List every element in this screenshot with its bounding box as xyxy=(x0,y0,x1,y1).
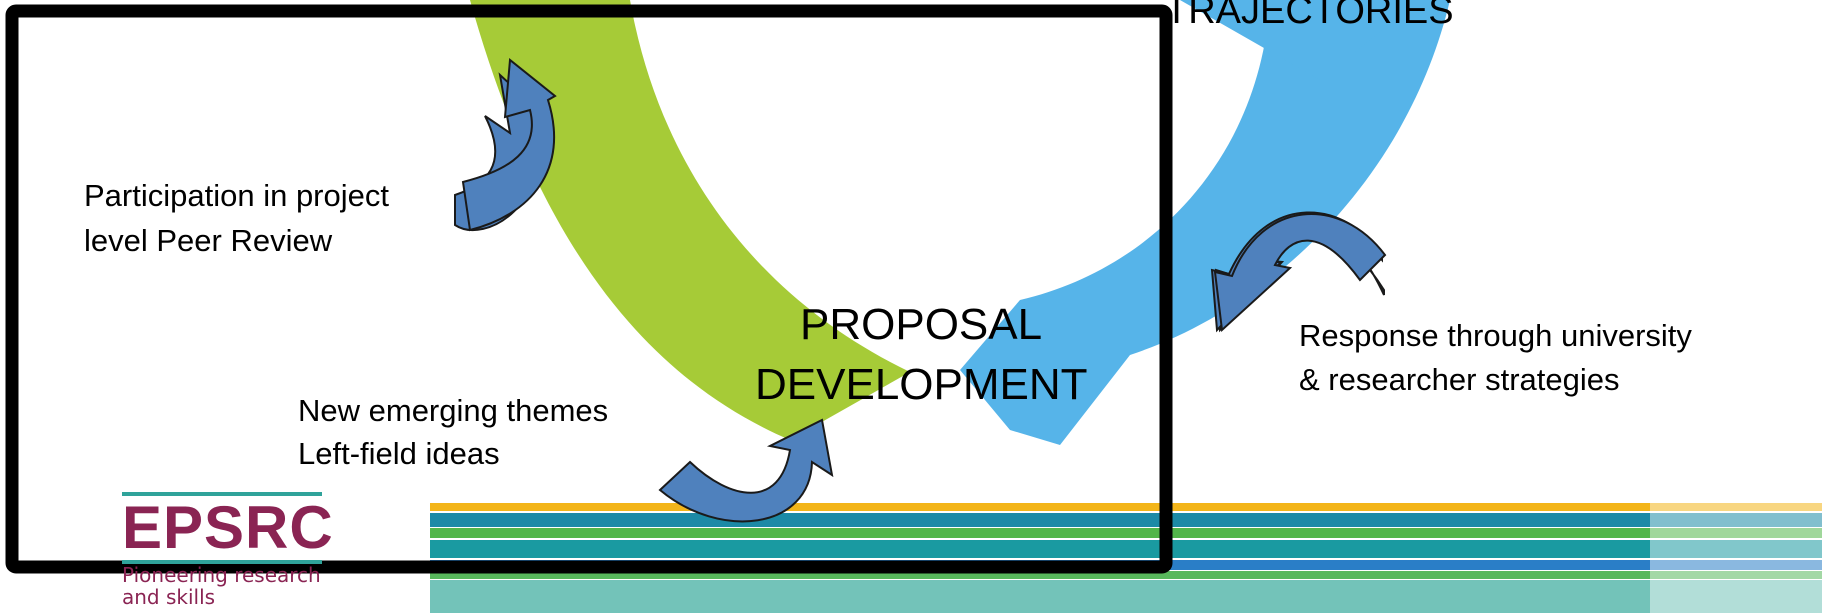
themes-label-line2: Left-field ideas xyxy=(298,436,500,471)
response-label-line1: Response through university xyxy=(1299,318,1692,353)
peer-review-label-line1: Participation in project xyxy=(84,178,389,213)
logo-tagline-line2: and skills xyxy=(122,585,216,609)
themes-arrow xyxy=(658,418,834,523)
green-cycle-arc xyxy=(470,0,910,440)
response-label-line2: & researcher strategies xyxy=(1299,362,1620,397)
trajectories-label: TRAJECTORIES xyxy=(1165,0,1454,32)
themes-label-line1: New emerging themes xyxy=(298,393,609,428)
center-label-line1: PROPOSAL xyxy=(800,300,1043,349)
logo-bottom-bar xyxy=(122,560,322,564)
peer-review-label-line2: level Peer Review xyxy=(84,223,333,258)
blue-cycle-arc xyxy=(960,0,1450,445)
logo-wordmark: EPSRC xyxy=(122,494,334,561)
highlight-frame xyxy=(5,4,1173,574)
logo-tagline-line1: Pioneering research xyxy=(122,563,321,587)
epsrc-logo: EPSRC Pioneering research and skills xyxy=(122,492,334,609)
peer-review-arrow-body xyxy=(461,58,557,232)
logo-top-bar xyxy=(122,492,322,496)
blue-cycle-arrowhead xyxy=(1180,0,1420,80)
footer-stripes xyxy=(430,503,1822,613)
response-arrow-main xyxy=(1213,213,1387,333)
center-label-line2: DEVELOPMENT xyxy=(755,360,1088,409)
